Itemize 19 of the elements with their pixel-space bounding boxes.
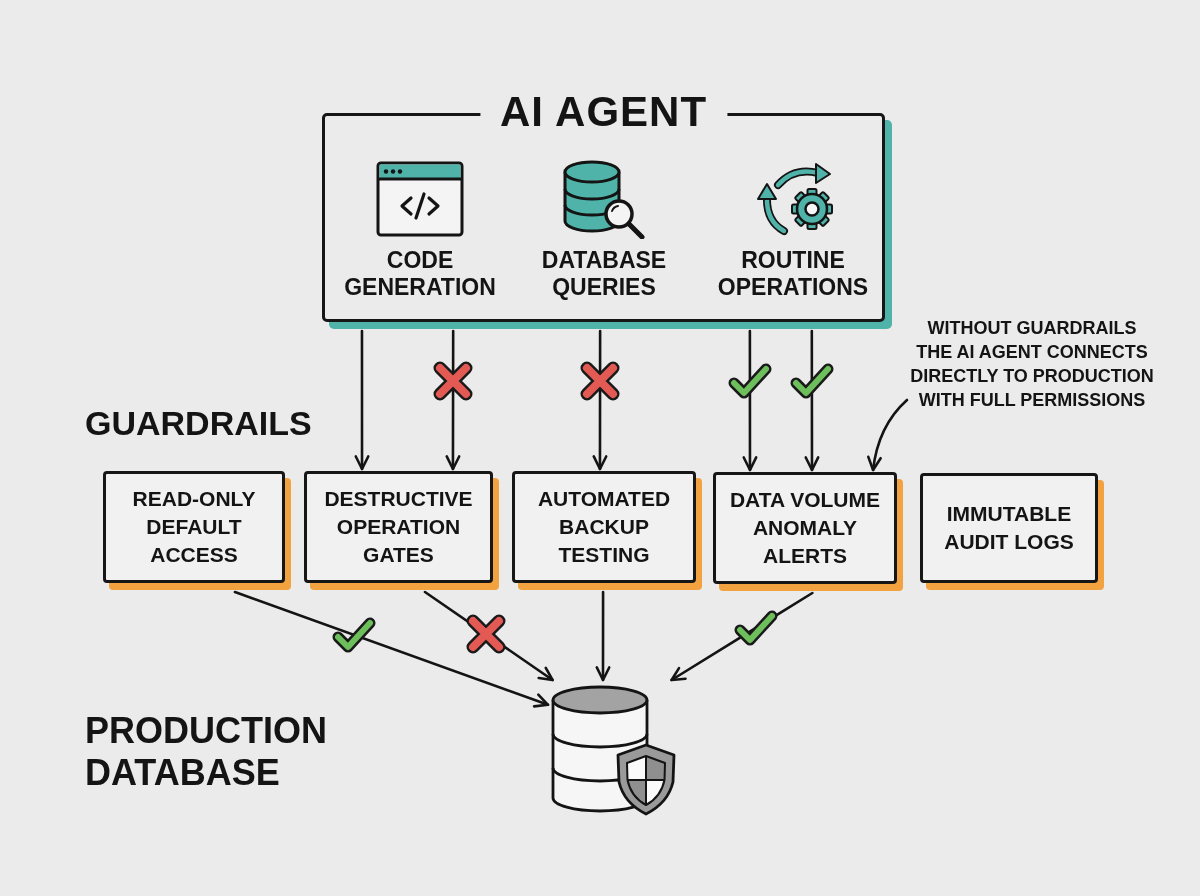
guardrail-label: AUTOMATED BACKUP TESTING	[536, 486, 672, 568]
arrow	[595, 590, 611, 682]
arrow	[354, 329, 370, 471]
task-label: DATABASE QUERIES	[540, 247, 668, 301]
arrow	[804, 329, 820, 472]
row-label: GUARDRAILS	[85, 403, 313, 444]
guardrail-label: IMMUTABLE AUDIT LOGS	[943, 501, 1075, 555]
arrow	[742, 329, 758, 472]
arrow	[592, 329, 608, 471]
guardrail-label: READ-ONLY DEFAULT ACCESS	[131, 486, 257, 568]
guardrail-label: DATA VOLUME ANOMALY ALERTS	[728, 487, 882, 569]
curved-arrow	[867, 398, 909, 472]
annotation-note: WITHOUT GUARDRAILS THE AI AGENT CONNECTS DIRECTLY TO PRODUCTION WITH FULL PERMISSIONS	[909, 316, 1155, 412]
arrow	[445, 329, 461, 471]
row-label: PRODUCTION DATABASE	[85, 710, 328, 794]
arrow	[233, 590, 550, 708]
task-label: ROUTINE OPERATIONS	[716, 247, 870, 301]
task-label: CODE GENERATION	[343, 247, 497, 301]
guardrail-label: DESTRUCTIVE OPERATION GATES	[323, 486, 474, 568]
